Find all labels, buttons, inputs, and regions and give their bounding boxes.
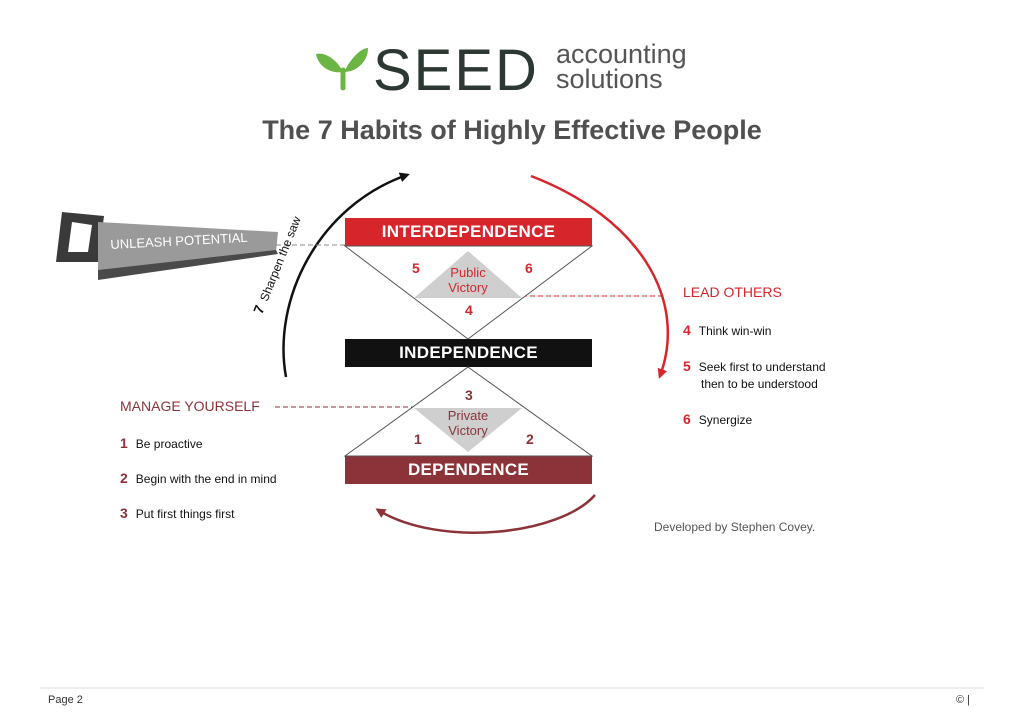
sharpen-arc — [282, 172, 410, 378]
public-label-2: Victory — [448, 280, 488, 295]
page-title: The 7 Habits of Highly Effective People — [262, 115, 762, 145]
habit-item-1: 1 Be proactive — [120, 435, 203, 451]
habit-item-2: 2 Begin with the end in mind — [120, 470, 277, 486]
brand-line-1: accounting — [556, 39, 687, 69]
habit-text: Put first things first — [135, 507, 235, 521]
band-interdependence: INTERDEPENDENCE — [381, 222, 556, 241]
habit-text: Think win-win — [698, 324, 772, 338]
lead-others-heading: LEAD OTHERS — [683, 284, 782, 300]
public-num-bottom: 4 — [465, 302, 473, 318]
private-label-1: Private — [447, 408, 489, 423]
brand-line-2: solutions — [556, 64, 663, 94]
seed-leaf-icon — [316, 48, 368, 91]
habit-text: Be proactive — [135, 437, 203, 451]
band-independence: INDEPENDENCE — [399, 343, 538, 362]
habit-text: Synergize — [698, 413, 753, 427]
public-victory-label: Public Victory — [428, 265, 508, 295]
public-num-right: 6 — [525, 260, 533, 276]
public-label-1: Public — [450, 265, 486, 280]
habit-item-4: 4 Think win-win — [683, 322, 771, 338]
public-arc — [530, 174, 669, 379]
private-num-top: 3 — [465, 387, 473, 403]
saw-icon — [56, 212, 278, 280]
copyright: © | — [956, 694, 971, 706]
private-arc — [375, 494, 596, 534]
habit-number: 6 — [683, 411, 691, 427]
credit-text: Developed by Stephen Covey. — [654, 520, 816, 534]
habit-item-5: 5 Seek first to understand — [683, 358, 826, 374]
habit-item-5-line-2: then to be understood — [701, 377, 818, 391]
brand-seed-text: SEED — [373, 38, 539, 103]
band-dependence: DEPENDENCE — [407, 460, 530, 479]
habit-number: 4 — [683, 322, 691, 338]
habit-text: Begin with the end in mind — [135, 472, 277, 486]
page-number: Page 2 — [48, 694, 83, 706]
private-label-2: Victory — [448, 423, 488, 438]
manage-yourself-heading: MANAGE YOURSELF — [120, 398, 260, 414]
habit-number: 5 — [683, 358, 691, 374]
habit-number: 3 — [120, 505, 128, 521]
habit-text: Seek first to understand — [698, 360, 826, 374]
private-victory-label: Private Victory — [428, 408, 508, 438]
private-num-right: 2 — [526, 431, 534, 447]
habit-number: 1 — [120, 435, 128, 451]
public-num-left: 5 — [412, 260, 420, 276]
habit-item-6: 6 Synergize — [683, 411, 752, 427]
habit-number: 2 — [120, 470, 128, 486]
private-num-left: 1 — [414, 431, 422, 447]
habit-item-3: 3 Put first things first — [120, 505, 235, 521]
